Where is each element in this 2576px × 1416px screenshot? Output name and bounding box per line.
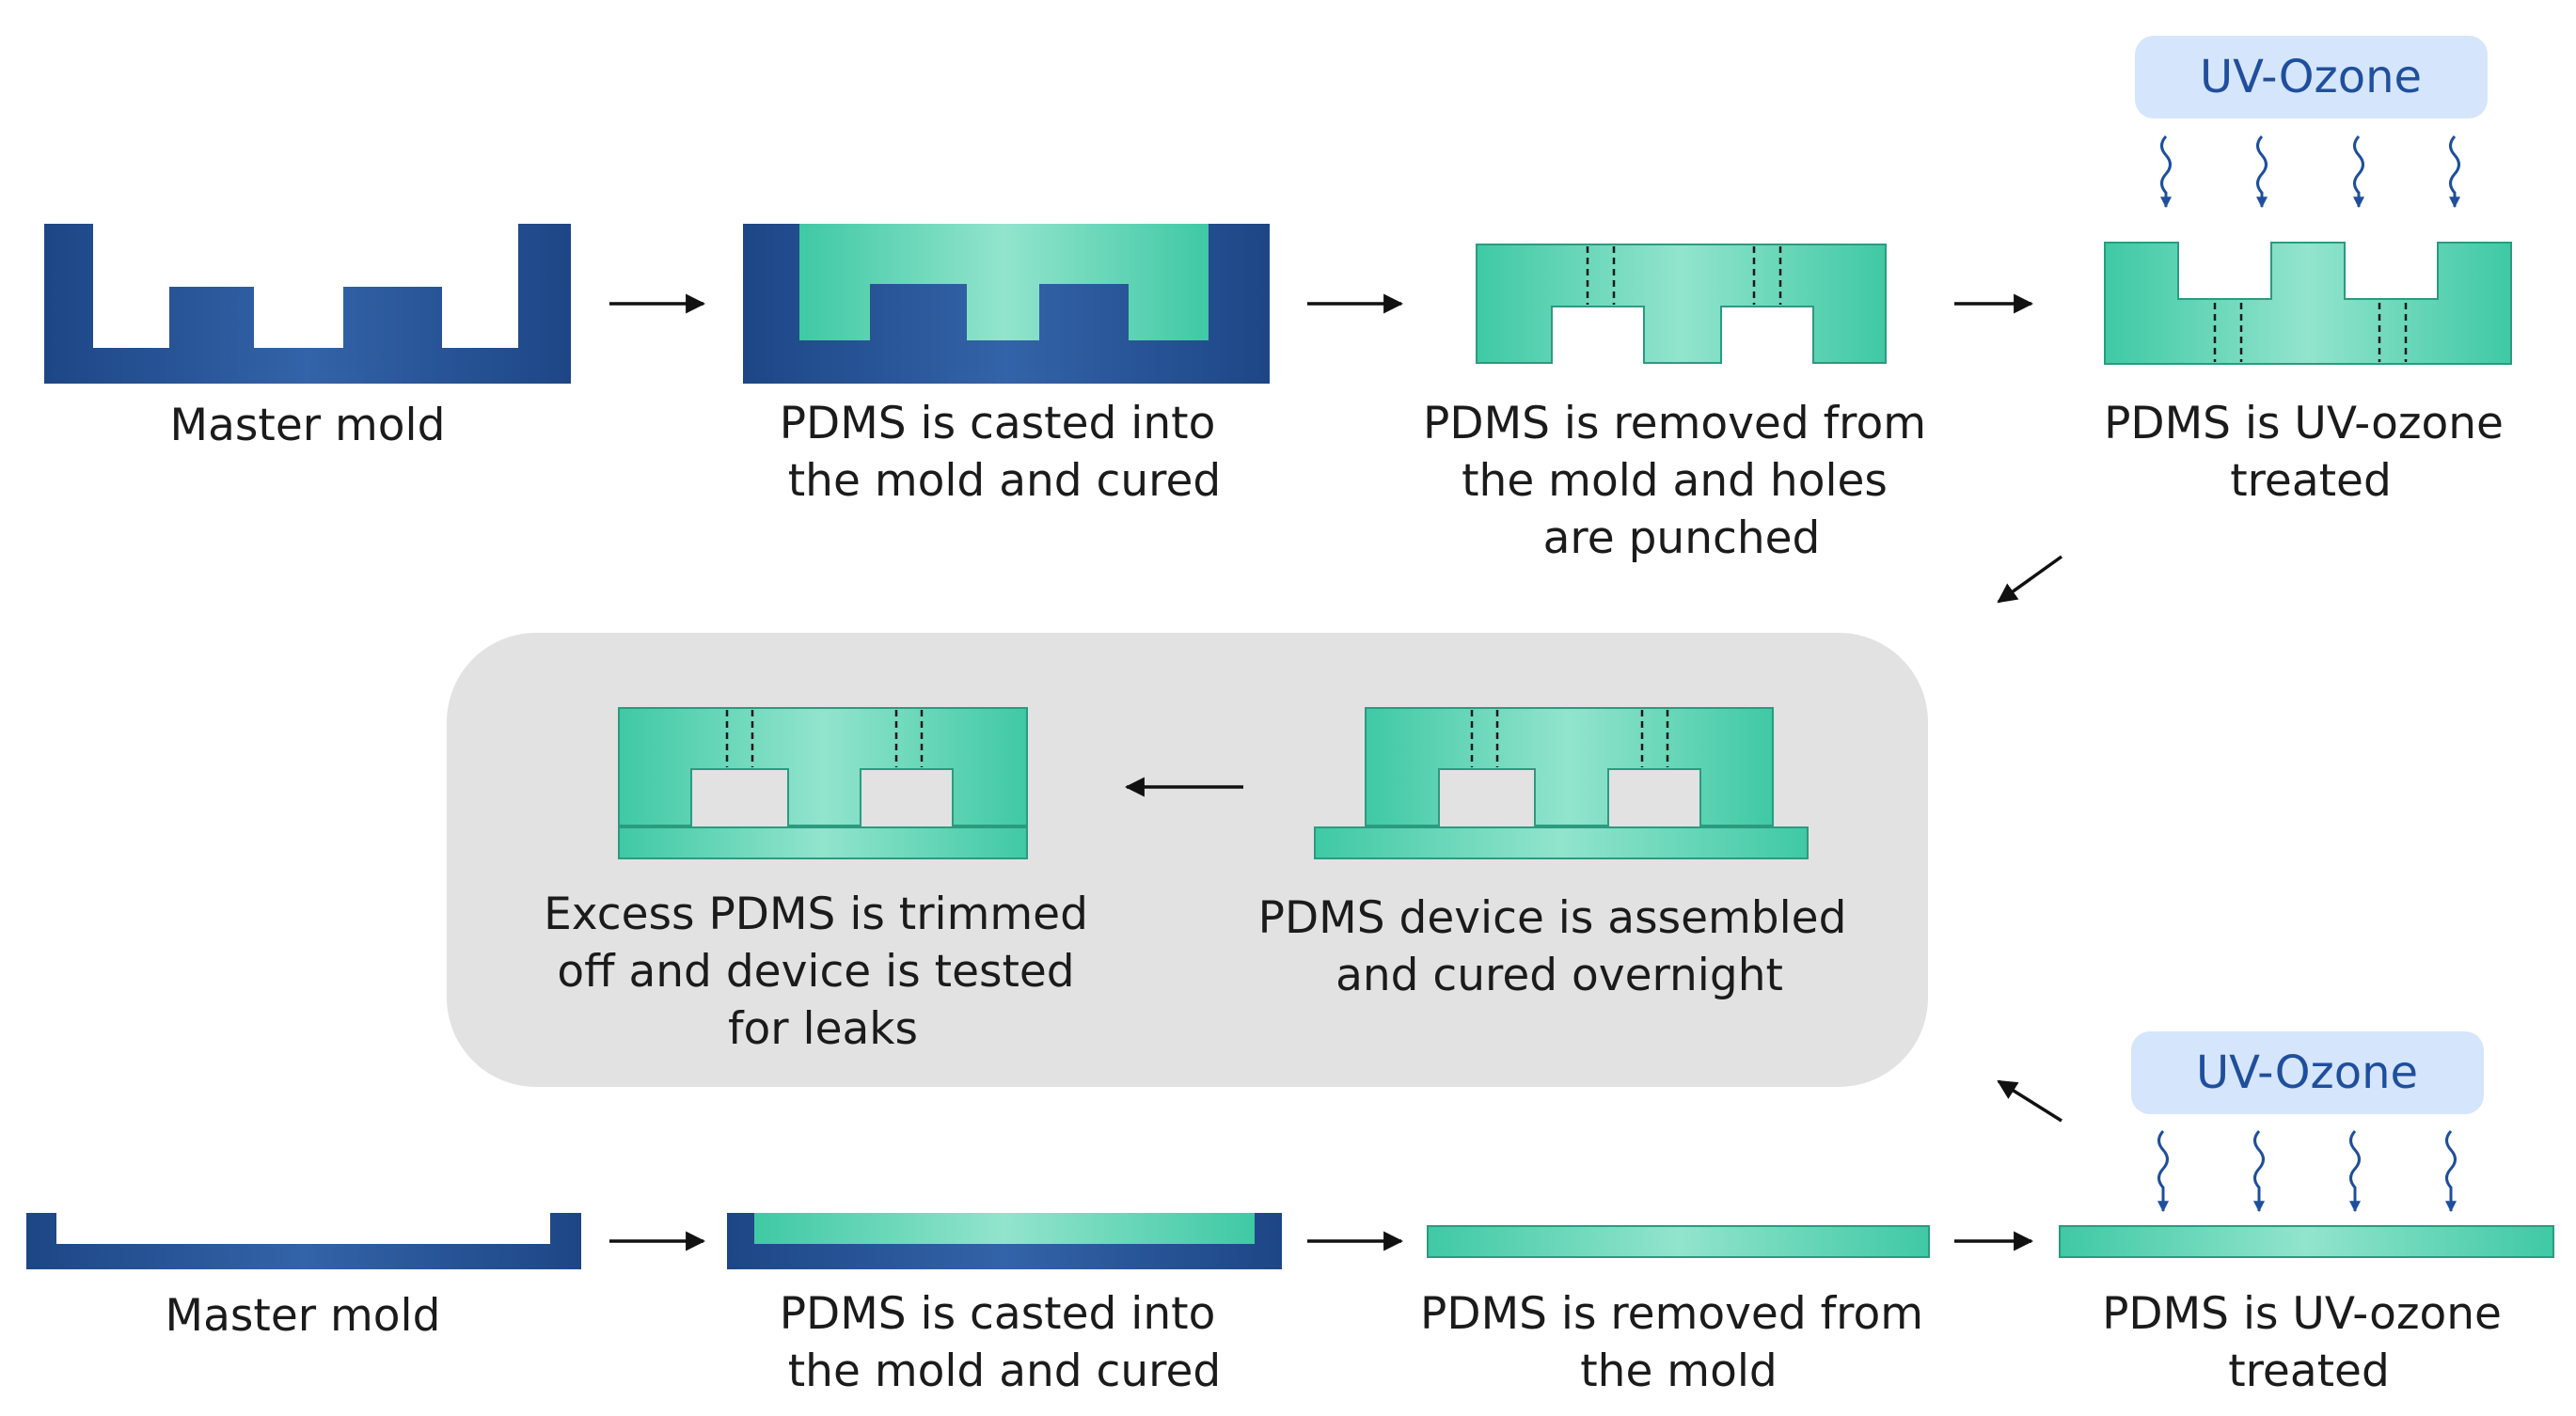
bottom-removed-pdms: [1427, 1225, 1930, 1258]
wavy-arrow-icon: [2253, 1129, 2265, 1213]
top-mold-with-pdms: [743, 224, 1270, 384]
bottom-master-mold: [26, 1213, 581, 1269]
arrow-icon: [1997, 1079, 2062, 1123]
bottom-step4-caption: PDMS is UV-ozone treated: [2102, 1288, 2516, 1397]
wavy-arrow-icon: [2256, 134, 2268, 209]
bottom-step2-caption: PDMS is casted into the mold and cured: [780, 1288, 1230, 1397]
top-step4-caption: PDMS is UV-ozone treated: [2104, 398, 2518, 507]
top-treated-pdms: [2104, 242, 2512, 365]
trimmed-caption: Excess PDMS is trimmed off and device is…: [544, 889, 1102, 1055]
top-removed-pdms: [1476, 244, 1887, 364]
top-arrows: [609, 293, 2063, 604]
middle-arrows: [1124, 777, 2062, 1123]
bottom-mold-with-pdms: [727, 1213, 1282, 1269]
bottom-step1-caption: Master mold: [166, 1290, 441, 1342]
svg-text:UV-Ozone: UV-Ozone: [2196, 1046, 2418, 1099]
top-step3-caption: PDMS is removed from the mold and holes …: [1423, 398, 1940, 564]
trimmed-device: [618, 707, 1028, 859]
uv-rays-bottom: [2157, 1129, 2457, 1213]
assembled-caption: PDMS device is assembled and cured overn…: [1258, 892, 1861, 1001]
uv-rays-top: [2160, 134, 2460, 209]
bottom-step3-caption: PDMS is removed from the mold: [1420, 1288, 1937, 1397]
wavy-arrow-icon: [2445, 1129, 2457, 1213]
wavy-arrow-icon: [2157, 1129, 2169, 1213]
assembly-panel: [447, 633, 1928, 1087]
assembled-device: [1314, 707, 1809, 859]
wavy-arrow-icon: [2349, 1129, 2361, 1213]
top-master-mold: [44, 224, 571, 384]
wavy-arrow-icon: [2160, 134, 2172, 209]
top-step1-caption: Master mold: [170, 400, 446, 451]
wavy-arrow-icon: [2353, 134, 2364, 209]
wavy-arrow-icon: [2449, 134, 2460, 209]
svg-text:UV-Ozone: UV-Ozone: [2200, 51, 2422, 103]
bottom-treated-pdms: [2059, 1225, 2554, 1258]
uv-ozone-box-top: UV-Ozone: [2135, 36, 2488, 118]
arrow-icon: [1997, 555, 2063, 604]
top-step2-caption: PDMS is casted into the mold and cured: [780, 398, 1230, 507]
uv-ozone-box-bottom: UV-Ozone: [2131, 1031, 2484, 1114]
